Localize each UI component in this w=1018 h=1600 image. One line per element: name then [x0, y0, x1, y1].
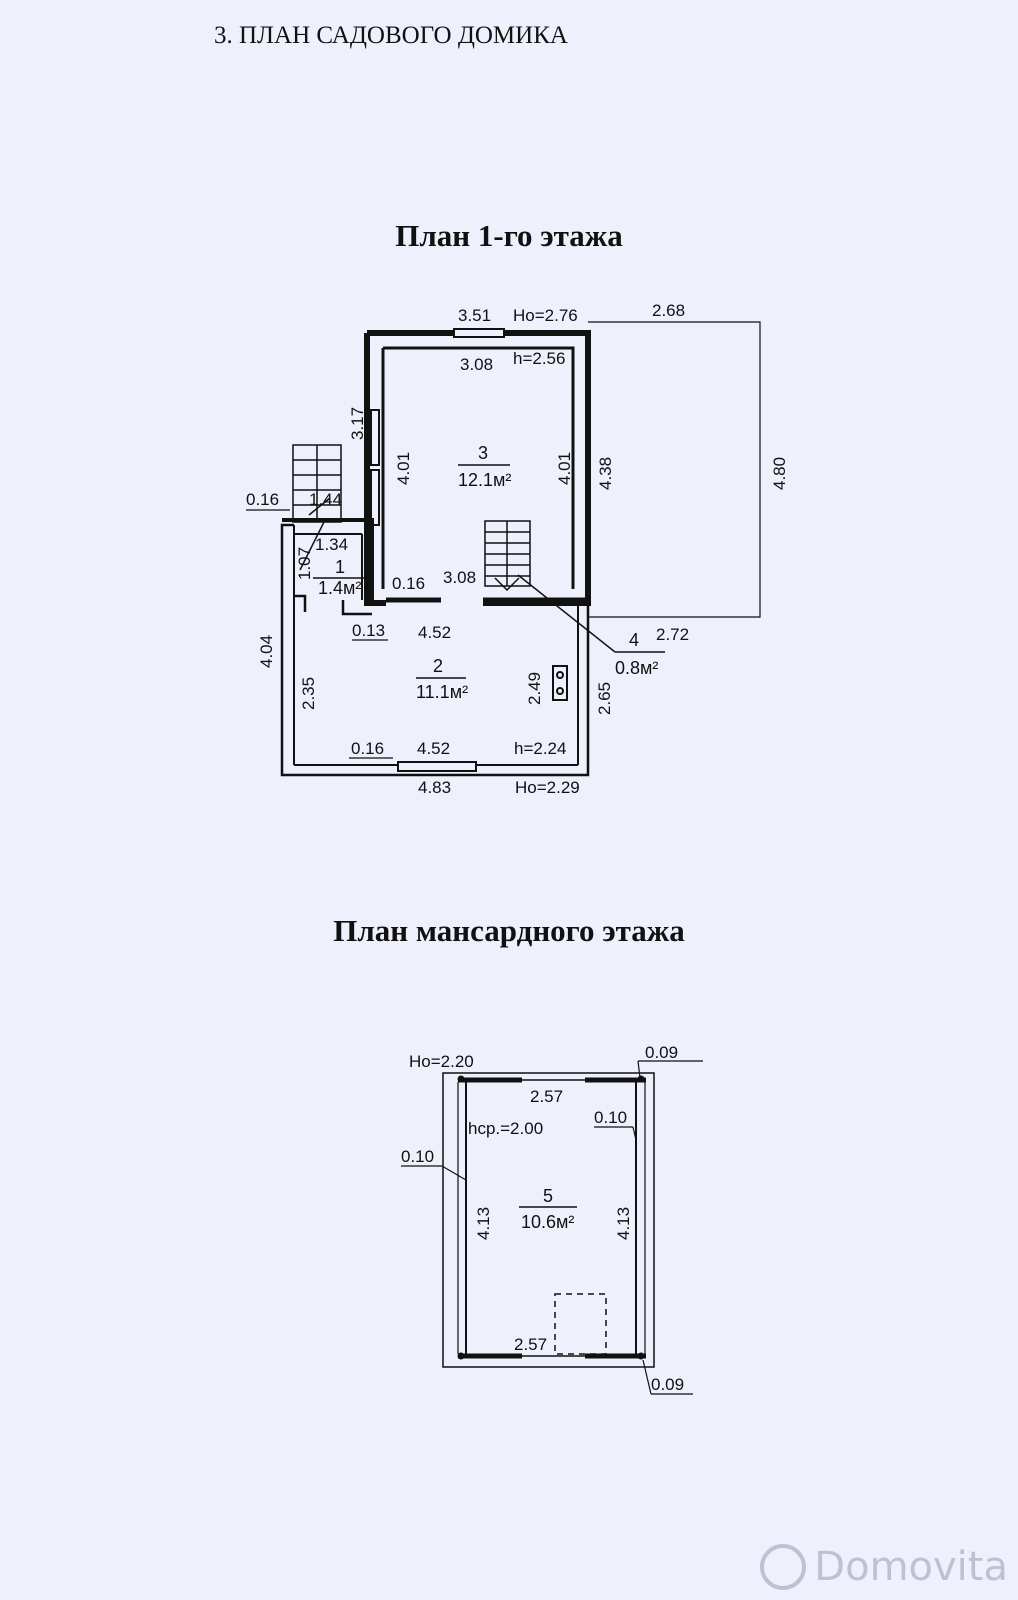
- room3-top-window: [453, 328, 505, 338]
- canopy-outline: [588, 321, 761, 618]
- hall-partition: [294, 594, 372, 616]
- outside-stairs: [292, 444, 342, 523]
- dim-room3-right: 4.01: [555, 452, 574, 485]
- room3-inner-walls: [381, 346, 575, 589]
- dim-hall-width: 1.34: [315, 535, 348, 554]
- floor1-plan: [246, 321, 761, 777]
- attic-dim-wall-left: 0.10: [401, 1147, 434, 1166]
- room5-area: 10.6м²: [521, 1212, 574, 1232]
- room2-walls: [280, 523, 590, 777]
- room5-number: 5: [543, 1186, 553, 1206]
- attic-dim-wall-right: 0.10: [594, 1108, 627, 1127]
- dim-h-top: h=2.56: [513, 349, 565, 368]
- dim-room2-bottom: 4.52: [417, 739, 450, 758]
- attic-dim-wall-bottom-right: 0.09: [651, 1375, 684, 1394]
- dim-room2-right-outer: 2.65: [595, 682, 614, 715]
- dim-room2-inner-right: 2.49: [525, 672, 544, 705]
- attic-outer: [442, 1072, 655, 1368]
- attic-dim-ho: Ho=2.20: [409, 1052, 474, 1071]
- dim-bottom-outer: 4.83: [418, 778, 451, 797]
- attic-dim-hcp: hср.=2.00: [468, 1119, 543, 1138]
- dim-room3-right-outer: 4.38: [596, 457, 615, 490]
- dim-stair-width: 1.44: [309, 490, 342, 509]
- floor1-title: План 1-го этажа: [395, 218, 623, 253]
- dim-canopy-top: 2.68: [652, 301, 685, 320]
- room3-number: 3: [478, 443, 488, 463]
- dim-hall-depth: 1.07: [295, 547, 314, 580]
- attic-dim-bottom-inner: 2.57: [514, 1335, 547, 1354]
- dim-room2-left: 2.35: [299, 677, 318, 710]
- room4-area: 0.8м²: [615, 658, 658, 678]
- interior-stairs: [484, 520, 531, 592]
- room2-bottom-window: [397, 761, 477, 772]
- room4-leader: [517, 574, 616, 653]
- stove-symbol: [552, 665, 568, 701]
- domovita-logo-icon: [760, 1544, 807, 1590]
- dim-top-inner: 3.08: [460, 355, 493, 374]
- dim-top-outer: 3.51: [458, 306, 491, 325]
- dim-canopy-right: 4.80: [770, 457, 789, 490]
- room3-area: 12.1м²: [458, 470, 511, 490]
- dim-canopy-bottom: 2.72: [656, 625, 689, 644]
- room3-left-window-1: [370, 409, 380, 466]
- document-heading: 3. ПЛАН САДОВОГО ДОМИКА: [214, 22, 568, 49]
- room2-area: 11.1м²: [416, 682, 468, 702]
- dim-bottom-wall: 0.16: [351, 739, 384, 758]
- stair-opening: [554, 1293, 607, 1355]
- dim-bottom-wall-room3: 0.16: [392, 574, 425, 593]
- dim-partition: 0.13: [352, 621, 385, 640]
- dim-ho-top: Ho=2.76: [513, 306, 578, 325]
- dim-ho-bottom: Ho=2.29: [515, 778, 580, 797]
- dim-hall-left-wall: 0.16: [246, 490, 279, 509]
- attic-dim-wall-top-right: 0.09: [645, 1043, 678, 1062]
- room1-number: 1: [335, 557, 345, 577]
- dim-left-outer: 4.04: [257, 635, 276, 668]
- dim-room2-top: 4.52: [418, 623, 451, 642]
- attic-dim-top-inner: 2.57: [530, 1087, 563, 1106]
- dim-h-bottom: h=2.24: [514, 739, 566, 758]
- watermark: Domovita: [760, 1544, 1008, 1590]
- room4-number: 4: [629, 630, 639, 650]
- attic-dim-right-inner: 4.13: [614, 1207, 633, 1240]
- hall-walls: [282, 518, 374, 603]
- watermark-text: Domovita: [814, 1544, 1008, 1590]
- dim-room3-left: 4.01: [394, 452, 413, 485]
- dim-bottom-room3: 3.08: [443, 568, 476, 587]
- floor2-plan: [401, 1060, 703, 1395]
- room1-area: 1.4м²: [318, 578, 361, 598]
- room3-left-window-2: [370, 469, 380, 526]
- floor2-title: План мансардного этажа: [333, 913, 685, 948]
- attic-dim-left-inner: 4.13: [474, 1207, 493, 1240]
- room2-number: 2: [433, 656, 443, 676]
- dim-room3-left-outer: 3.17: [348, 407, 367, 440]
